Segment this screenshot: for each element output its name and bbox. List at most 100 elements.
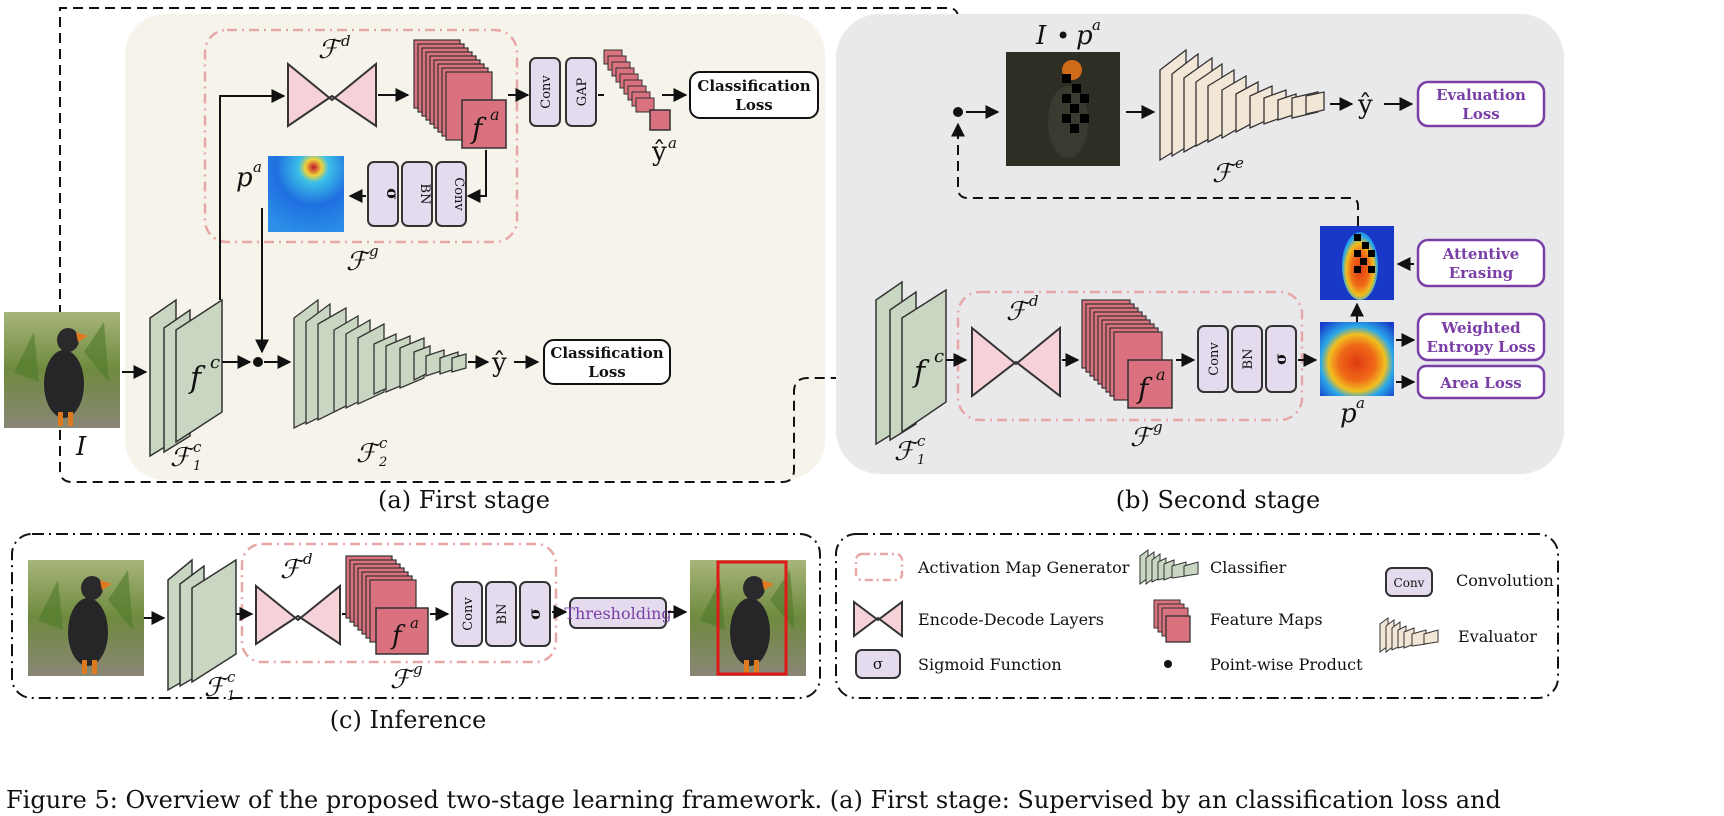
masked-image — [1006, 52, 1120, 166]
inf-bn-box — [485, 581, 517, 647]
sigma-op-box — [367, 161, 399, 227]
legend-pointwise-label: Point-wise Product — [1210, 655, 1363, 674]
bn-op-box — [401, 161, 433, 227]
legend-conv-swatch — [1385, 567, 1433, 597]
classification-loss-1-line1: Classification — [697, 77, 810, 95]
classification-loss-box-2 — [543, 339, 671, 385]
inf-f1c-sup: c — [227, 668, 236, 686]
legend-generator-swatch — [854, 552, 904, 582]
f1c-sub-second: 1 — [917, 453, 925, 468]
erased-map-dashed-feedback — [951, 122, 1359, 226]
conv-op-box-2 — [435, 161, 467, 227]
inference-output-image — [690, 560, 806, 676]
pointwise-product-second — [953, 107, 963, 117]
legend-generator-label: Activation Map Generator — [917, 558, 1130, 577]
y-hat-a: ŷ — [651, 137, 667, 167]
evaluation-loss-line1: Evaluation — [1436, 86, 1526, 104]
legend-classifier-swatch — [1139, 549, 1199, 585]
pa-sup-first: a — [253, 158, 262, 176]
weighted-entropy-loss-box — [1416, 312, 1546, 362]
input-image-bird — [4, 312, 120, 428]
i-dot-pa-dot: • — [1056, 22, 1070, 50]
legend-conv-symbol: Conv — [1394, 576, 1425, 590]
inference-classifier-block — [167, 558, 237, 692]
inference-caption: (c) Inference — [330, 706, 487, 734]
feature-maps-stack-second — [1081, 299, 1173, 409]
fd-sup: d — [341, 32, 351, 50]
inference-encoder-decoder — [255, 583, 341, 646]
figure-caption: Figure 5: Overview of the proposed two-s… — [0, 786, 1724, 816]
conv-op-box — [529, 57, 561, 127]
classifier-f1c-block-second — [875, 280, 947, 446]
first-stage-dashed-loop — [59, 7, 965, 315]
inf-bn-label: BN — [495, 604, 510, 625]
area-loss-label: Area Loss — [1439, 374, 1521, 392]
weighted-entropy-line2: Entropy Loss — [1426, 338, 1535, 356]
bn-op-label-second: BN — [1241, 349, 1256, 370]
legend-panel — [835, 533, 1559, 699]
feature-maps-stack — [413, 39, 507, 149]
erased-heatmap — [1320, 226, 1394, 300]
fc-sup-second: c — [934, 346, 944, 367]
activation-heatmap-second — [1320, 322, 1394, 396]
conv-op-box-second — [1197, 325, 1229, 393]
fa-sup-second: a — [1156, 365, 1166, 384]
i-dot-pa-sup: a — [1092, 16, 1101, 34]
inference-feature-maps — [345, 555, 429, 655]
attentive-erasing-line1: Attentive — [1442, 245, 1520, 263]
pointwise-product-first — [253, 357, 263, 367]
inf-fg-label: ℱ — [390, 665, 415, 695]
f1c-sup-second: c — [917, 432, 926, 450]
fg-sup-second: g — [1153, 418, 1163, 436]
activation-heatmap-first — [268, 156, 344, 232]
f1c-sub: 1 — [193, 459, 201, 474]
legend-feature-maps-swatch — [1153, 599, 1191, 643]
fa-sup: a — [490, 105, 500, 124]
classification-loss-2-line1: Classification — [550, 344, 663, 362]
inf-fg-sup: g — [413, 660, 423, 678]
legend-evaluator-swatch — [1379, 617, 1439, 653]
inf-sigma-label: σ — [525, 608, 544, 620]
weighted-entropy-line1: Weighted — [1440, 319, 1521, 337]
second-stage-caption: (b) Second stage — [1116, 486, 1321, 514]
fc-superscript: c — [210, 352, 220, 373]
evaluation-loss-box — [1416, 80, 1546, 128]
conv-op-label-2: Conv — [451, 177, 466, 211]
arrow-features-down — [466, 150, 487, 203]
inf-conv-box — [451, 581, 483, 647]
inference-input-image — [28, 560, 144, 676]
conv-op-label: Conv — [539, 75, 554, 109]
classifier-f2c-block — [293, 298, 467, 430]
classification-loss-box-1 — [689, 71, 819, 119]
legend-sigma-swatch — [855, 649, 901, 679]
pa-sup-second: a — [1356, 394, 1365, 412]
input-symbol-i: I — [75, 432, 87, 462]
pa-label-first: p — [236, 163, 253, 193]
f2c-sup: c — [379, 434, 388, 452]
legend-encoder-swatch — [853, 600, 903, 638]
inf-conv-label: Conv — [461, 597, 476, 631]
y-hat-first: ŷ — [491, 348, 507, 378]
fd-sup-second: d — [1029, 292, 1039, 310]
evaluator-block — [1159, 48, 1325, 162]
first-stage-bottom-dashed-loop — [59, 371, 864, 483]
inference-panel — [11, 533, 821, 699]
legend-evaluator-label: Evaluator — [1458, 627, 1537, 646]
inf-sigma-box — [519, 581, 551, 647]
classifier-f1c-block — [149, 298, 223, 458]
inf-fa-sup: a — [410, 614, 419, 632]
figure-caption-text: Figure 5: Overview of the proposed two-s… — [6, 786, 1501, 814]
evaluation-loss-line2: Loss — [1462, 105, 1499, 123]
legend-sigmoid-label: Sigmoid Function — [918, 655, 1062, 674]
y-hat-second: ŷ — [1357, 90, 1373, 120]
i-dot-pa-label: I — [1035, 21, 1047, 51]
legend-convolution-label: Convolution — [1456, 571, 1554, 590]
legend-classifier-label: Classifier — [1210, 558, 1287, 577]
thresholding-box — [569, 597, 667, 629]
f2c-sub: 2 — [378, 455, 387, 470]
inf-fd-label: ℱ — [280, 555, 305, 585]
classification-loss-2-line2: Loss — [588, 363, 625, 381]
attentive-erasing-box — [1416, 238, 1546, 288]
i-dot-pa-p: p — [1076, 21, 1093, 51]
